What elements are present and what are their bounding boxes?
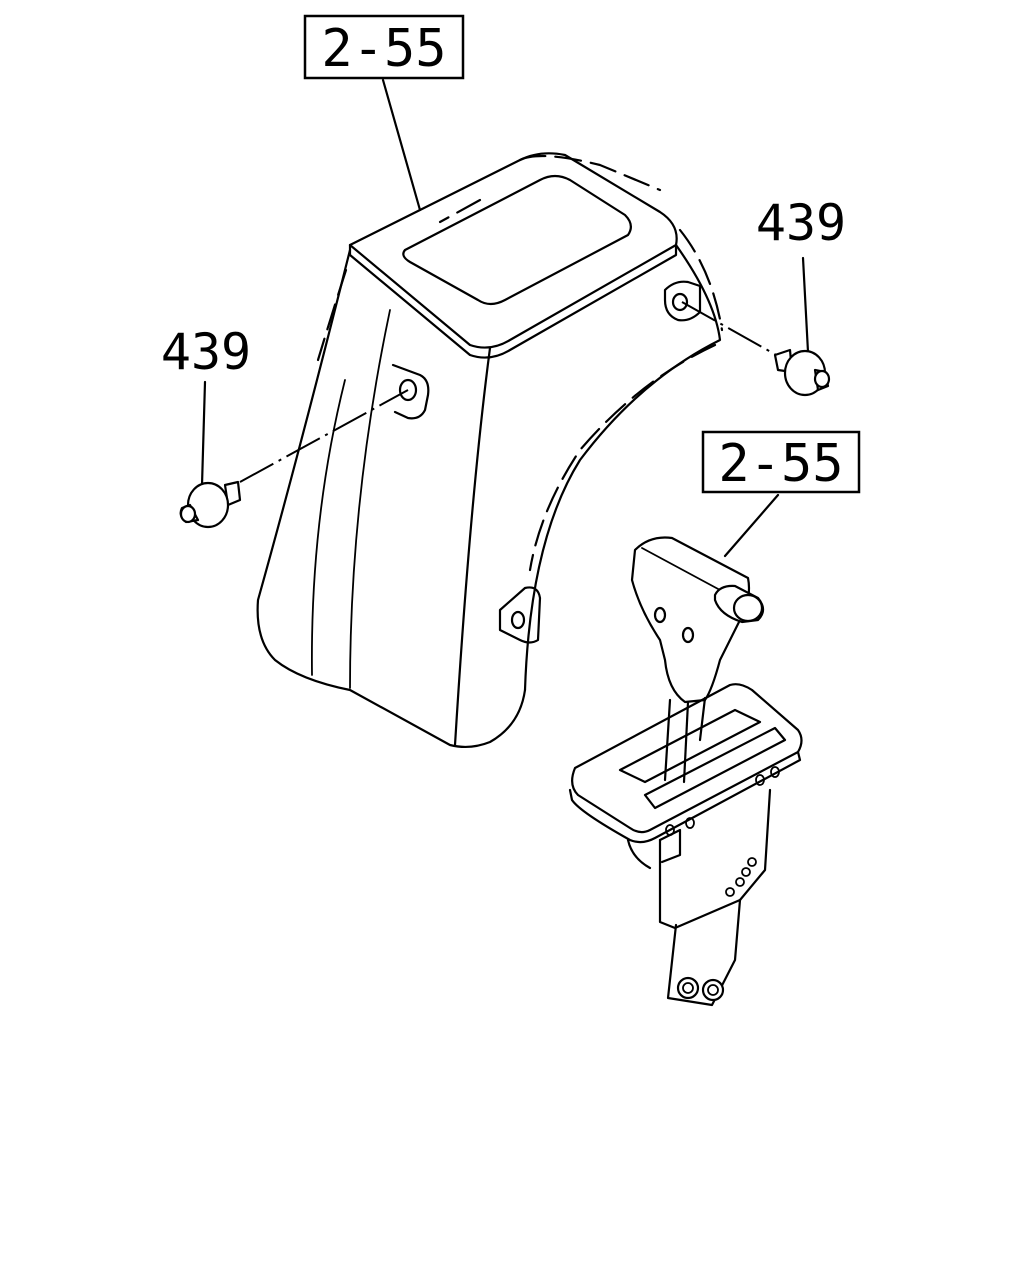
install-line-left bbox=[239, 389, 409, 483]
leader-line-top bbox=[381, 78, 422, 212]
leader-line-439-right bbox=[801, 256, 810, 354]
reference-box-top[interactable]: 2-55 bbox=[303, 14, 465, 80]
leader-line-right bbox=[723, 493, 780, 558]
install-line-right bbox=[681, 301, 779, 357]
part-label-439-right: 439 bbox=[756, 194, 846, 252]
leader-line-439-left bbox=[200, 380, 207, 487]
reference-box-top-label: 2-55 bbox=[321, 19, 446, 79]
part-label-439-left: 439 bbox=[161, 323, 251, 381]
clip-fastener-right bbox=[773, 348, 831, 397]
reference-box-right-label: 2-55 bbox=[718, 434, 843, 494]
clip-fastener-left bbox=[179, 480, 242, 529]
reference-box-right[interactable]: 2-55 bbox=[701, 430, 861, 494]
console-cover bbox=[256, 152, 724, 749]
shift-lever-assembly bbox=[568, 536, 803, 1007]
